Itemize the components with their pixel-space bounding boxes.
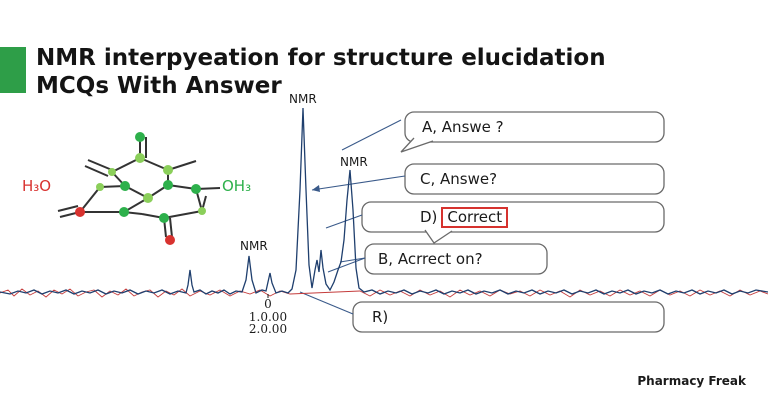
option-tail-d (424, 229, 453, 244)
peak-label-small: NMR (240, 239, 268, 253)
peak-label-tall: NMR (289, 92, 317, 106)
correct-answer-badge: Correct (441, 207, 509, 228)
molecule-left-group: H₃O (22, 177, 52, 195)
axis-label-2: 2.0.00 (248, 322, 288, 336)
option-bubble-r[interactable] (352, 301, 665, 333)
molecule-right-group: OH₃ (222, 177, 252, 195)
option-a-text[interactable]: A, Answe ? (422, 118, 504, 136)
accent-bar (0, 47, 26, 93)
option-bubble-b[interactable] (364, 243, 548, 275)
axis-label-0: 0 (264, 297, 272, 311)
option-bubble-c[interactable] (404, 163, 665, 195)
option-tail-a (400, 137, 434, 153)
title-line-2: MCQs With Answer (36, 73, 282, 99)
option-bubble-d[interactable] (361, 201, 665, 233)
title-line-1: NMR interpyeation for structure elucidat… (36, 45, 606, 71)
option-r-text[interactable]: R) (372, 308, 389, 326)
spectrum-noise-red (0, 288, 768, 298)
brand-logo-text: Pharmacy Freak (637, 374, 746, 388)
axis-label-1: 1.0.00 (248, 310, 288, 324)
option-d[interactable]: D)Correct (420, 207, 509, 228)
molecule-atoms (75, 132, 206, 245)
option-d-prefix: D) (420, 208, 438, 226)
option-c-text[interactable]: C, Answe? (420, 170, 498, 188)
spectrum-trace (0, 107, 768, 295)
page-title: NMR interpyeation for structure elucidat… (36, 44, 761, 100)
option-b-text[interactable]: B, Acrrect on? (378, 250, 483, 268)
peak-label-right: NMR (340, 155, 368, 169)
option-bubble-a[interactable] (404, 111, 665, 143)
